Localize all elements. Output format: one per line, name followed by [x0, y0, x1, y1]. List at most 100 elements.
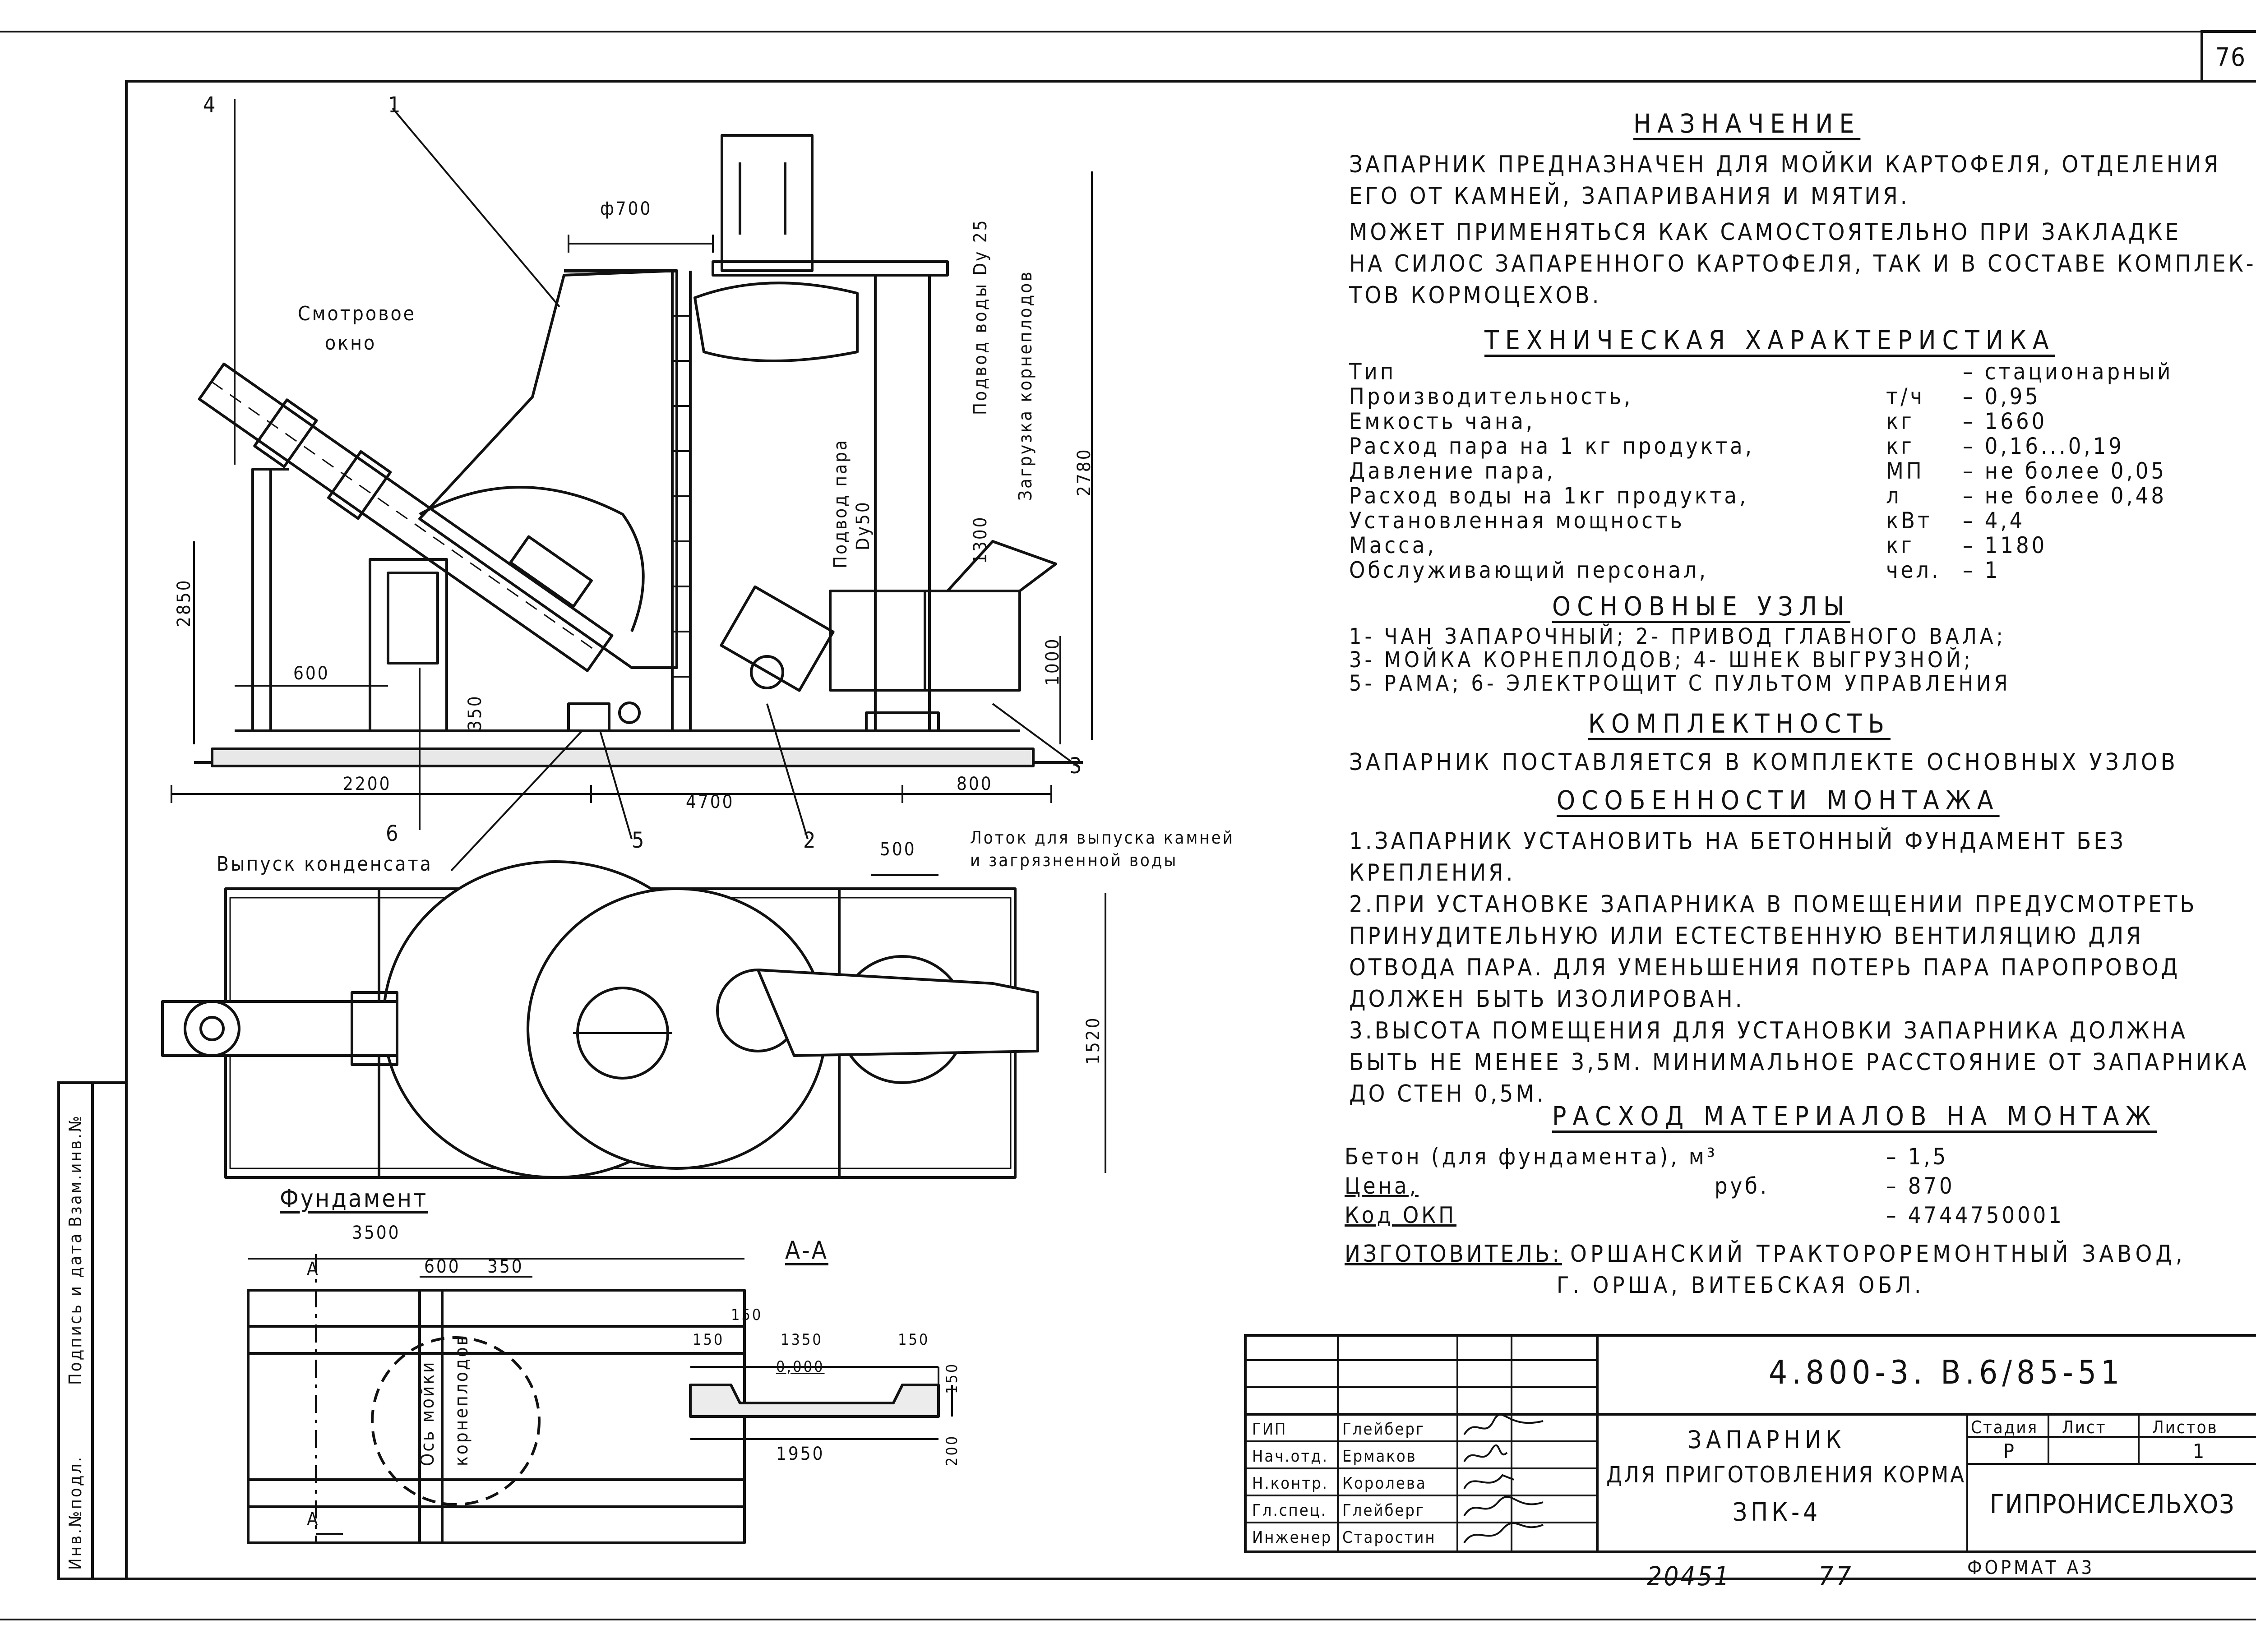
sheets-header: Листов — [2152, 1417, 2218, 1437]
units-title: Основные узлы — [1552, 591, 1851, 622]
tech-row-name: Расход пара на 1 кг продукта, — [1349, 433, 1754, 459]
maker-line-1: Оршанский тракторо­ремонтный завод, — [1570, 1241, 2186, 1268]
product-name-line-1: Запарник — [1687, 1426, 1846, 1454]
product-name-line-2: для приготовления корма — [1606, 1462, 1966, 1488]
units-line: 5- рама; 6- электрощит с пультом управле… — [1349, 671, 2011, 696]
tech-row: Емкость чана, кг – 1660 — [1349, 408, 2251, 434]
mounting-line: 3.Высота помещения для установки запарни… — [1349, 1017, 2188, 1044]
section-title: А-А — [785, 1236, 828, 1264]
mounting-line: 1.Запарник установить на бетонный фундам… — [1349, 828, 2126, 855]
foundation-title: Фундамент — [280, 1184, 428, 1213]
tech-row: Производительность, т/ч – 0,95 — [1349, 383, 2251, 410]
foundation-dim-350: 350 — [487, 1256, 524, 1277]
section-dim-150-b: 150 — [731, 1306, 763, 1324]
materials-row-value: – 1,5 — [1886, 1144, 1949, 1170]
stamp-role: Инженер — [1252, 1528, 1332, 1547]
stamp-name: Глейберг — [1342, 1420, 1425, 1439]
sheet-format: Формат А3 — [1967, 1556, 2095, 1578]
stamp-role: Н.контр. — [1252, 1474, 1328, 1493]
tech-table: Тип – стационарный Производительность, т… — [1349, 359, 2251, 593]
materials-row-name: Цена, — [1345, 1173, 1419, 1199]
tech-row-value: – 1180 — [1963, 532, 2048, 558]
materials-row-unit: руб. — [1715, 1173, 1770, 1199]
tech-row-unit: кВт — [1886, 508, 1932, 534]
materials-row: Код ОКП – 4744750001 — [1345, 1202, 2247, 1228]
materials-row-value: – 4744750001 — [1886, 1202, 2064, 1228]
sheets-value: 1 — [2193, 1440, 2206, 1463]
dim-800: 800 — [957, 774, 993, 794]
dim-4700: 4700 — [686, 792, 735, 812]
purpose-line: Может применяться как самостоятельно при… — [1349, 219, 2182, 246]
foundation-dim-3500: 3500 — [352, 1223, 401, 1243]
stock-number: 20451 — [1647, 1561, 1731, 1592]
purpose-title: Назначение — [1633, 108, 1861, 139]
tech-row: Тип – стационарный — [1349, 359, 2251, 385]
tech-row: Обслуживающий персонал, чел. – 1 — [1349, 557, 2251, 583]
product-name-line-3: ЗПК-4 — [1733, 1498, 1821, 1527]
purpose-line: тов кормоцехов. — [1349, 282, 1602, 309]
tech-row: Расход пара на 1 кг продукта, кг – 0,16.… — [1349, 433, 2251, 459]
section-dim-150-c: 150 — [898, 1331, 930, 1349]
mounting-line: крепления. — [1349, 859, 1516, 886]
maker-label: Изготовитель: — [1345, 1241, 1562, 1268]
tech-row-unit: т/ч — [1886, 383, 1925, 410]
organization-name: ГИПРОНИСЕЛЬХОЗ — [1990, 1489, 2235, 1519]
purpose-line: на силос запаренного картофеля, так и в … — [1349, 250, 2256, 277]
tech-row-name: Масса, — [1349, 532, 1437, 558]
tech-row-value: – 0,95 — [1963, 383, 2041, 410]
mounting-line: принудительную или естественную вентиляц… — [1349, 923, 2144, 950]
tech-row-value: – 1660 — [1963, 408, 2048, 434]
callout-4: 4 — [203, 92, 217, 118]
sight-window-label-2: окно — [325, 332, 377, 355]
tech-row-name: Производительность, — [1349, 383, 1633, 410]
tech-row-unit: чел. — [1886, 557, 1941, 583]
tech-row-value: – не более 0,48 — [1963, 483, 2167, 509]
callout-5: 5 — [632, 828, 646, 853]
purpose-line: его от камней, запаривания и мятия. — [1349, 183, 1910, 210]
completeness-line: Запарник поставляется в комплекте основн… — [1349, 749, 2178, 776]
dim-phi700: ф700 — [600, 198, 652, 219]
tech-row: Установленная мощность кВт – 4,4 — [1349, 508, 2251, 534]
mounting-line: 2.При установке запарника в помещении пр… — [1349, 891, 2197, 918]
stamp-name: Королева — [1342, 1474, 1427, 1493]
callout-6: 6 — [386, 821, 400, 846]
tech-row: Масса, кг – 1180 — [1349, 532, 2251, 558]
sheet-header: Лист — [2062, 1417, 2107, 1437]
tech-row-value: – стационарный — [1963, 359, 2173, 385]
units-list: 1- чан запарочный; 2- привод главного ва… — [1349, 625, 2011, 695]
mounting-text: 1.Запарник установить на бетонный фундам… — [1349, 826, 2251, 1110]
stamp-name: Ермаков — [1342, 1447, 1417, 1466]
section-zero-level: 0,000 — [776, 1358, 825, 1376]
page-below-number: 77 — [1818, 1561, 1854, 1592]
section-mark-bottom: А — [307, 1509, 320, 1530]
section-dim-150-a: 150 — [693, 1331, 725, 1349]
stamp-role: Гл.спец. — [1252, 1501, 1327, 1520]
doc-code: 4.800-3. в.6/85-51 — [1769, 1353, 2124, 1391]
callout-2: 2 — [803, 828, 818, 853]
tech-row-unit: МП — [1886, 458, 1924, 484]
materials-row-name: Код ОКП — [1345, 1202, 1457, 1228]
tech-row: Расход воды на 1кг продукта, л – не боле… — [1349, 483, 2251, 509]
materials-row-name: Бетон (для фундамента), м³ — [1345, 1144, 1718, 1170]
tech-row-value: – 1 — [1963, 557, 2001, 583]
tech-row: Давление пара, МП – не более 0,05 — [1349, 458, 2251, 484]
dim-600: 600 — [293, 663, 330, 684]
stamp-role: Нач.отд. — [1252, 1447, 1328, 1466]
materials-table: Бетон (для фундамента), м³ – 1,5 Цена, р… — [1345, 1144, 2247, 1234]
purpose-line: Запарник предназначен для мойки картофел… — [1349, 151, 2221, 178]
tech-title: Техническая характеристика — [1484, 325, 2055, 355]
maker-line-2: г. Орша, Витебская обл. — [1557, 1272, 1925, 1298]
stamp-name: Старостин — [1342, 1528, 1436, 1547]
section-dim-1350: 1350 — [781, 1331, 823, 1349]
sheet-number: 76 — [2215, 43, 2247, 72]
callout-1: 1 — [388, 92, 402, 118]
mounting-line: быть не менее 3,5м. Минимальное расстоян… — [1349, 1049, 2249, 1076]
mounting-title: Особенности монтажа — [1557, 785, 2000, 816]
tech-row-unit: кг — [1886, 408, 1914, 434]
tech-row-unit: л — [1886, 483, 1902, 509]
stamp-role: ГИП — [1252, 1420, 1287, 1439]
foundation-dim-600: 600 — [424, 1256, 461, 1277]
